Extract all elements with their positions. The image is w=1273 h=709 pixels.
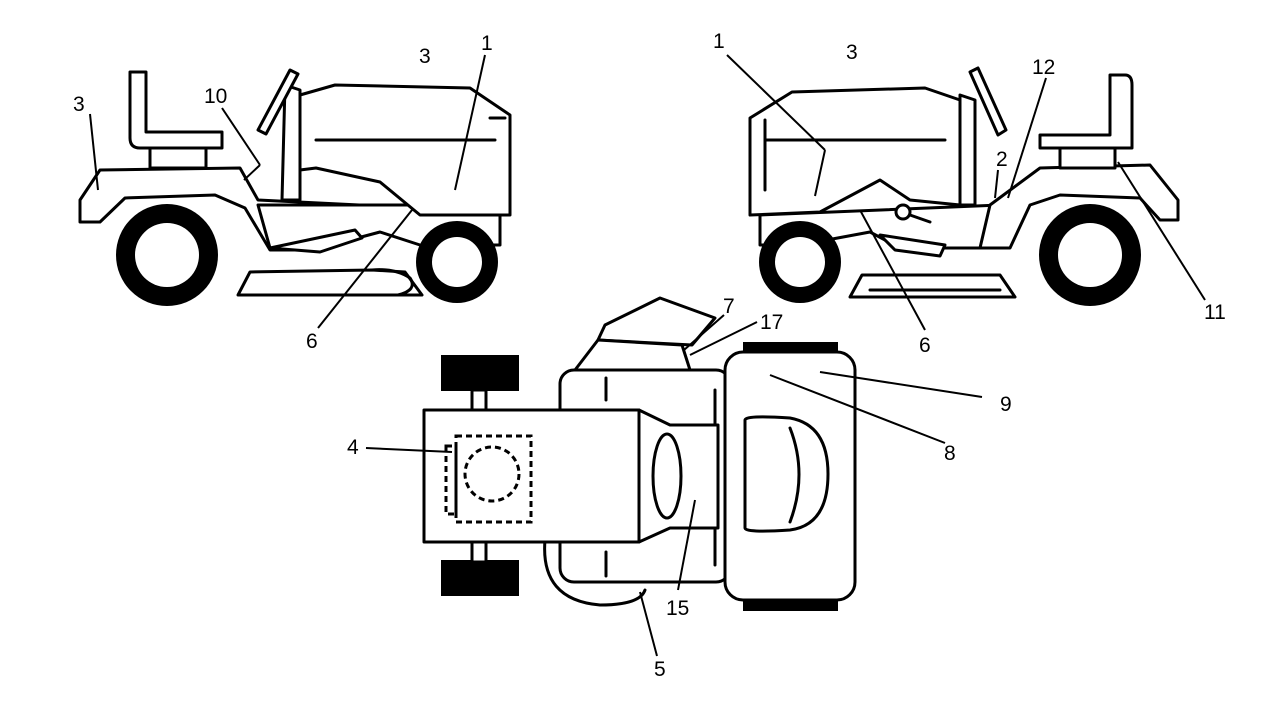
callout-left-hood: 3 (419, 45, 431, 68)
callout-top-hood: 4 (347, 436, 359, 459)
callout-right-seat-pan: 12 (1032, 56, 1056, 79)
callout-right-hood-side: 1 (713, 30, 725, 53)
tractor-right-side-view (748, 66, 1180, 306)
callout-top-rear-body: 9 (1000, 393, 1012, 416)
callout-left-rear-fender: 3 (73, 93, 85, 116)
callout-top-dash: 15 (666, 597, 690, 620)
leader-lines (89, 54, 1206, 657)
callout-top-rear-deck: 8 (944, 442, 956, 465)
callout-right-lever: 2 (996, 148, 1008, 171)
callout-left-frame: 6 (306, 330, 318, 353)
callout-top-chute-guard: 17 (760, 311, 784, 334)
tractor-top-view (422, 296, 857, 611)
callout-top-side-bag: 5 (654, 658, 666, 681)
callout-right-rear-fender: 11 (1204, 301, 1226, 324)
callout-top-chute: 7 (723, 295, 735, 318)
callout-left-hood-side: 1 (481, 32, 493, 55)
callout-right-hood: 3 (846, 41, 858, 64)
callout-left-dash: 10 (204, 85, 228, 108)
tractor-left-side-view (78, 68, 512, 306)
callout-right-frame: 6 (919, 334, 931, 357)
